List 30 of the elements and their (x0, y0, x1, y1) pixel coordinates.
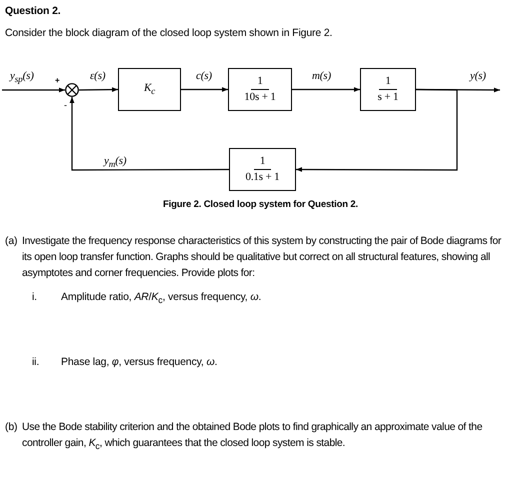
minus-sign: - (64, 100, 67, 110)
signal-label: c(s) (196, 70, 212, 83)
feedback-block: 1 0.1s + 1 (229, 148, 296, 191)
signal-arrow (292, 87, 360, 92)
signal-arrow (2, 88, 65, 92)
signal-label: ε(s) (90, 70, 106, 83)
question-text: Phase lag, φ, versus frequency, ω. (61, 355, 218, 370)
item-marker: ii. (32, 355, 40, 370)
signal-label: y$_{sp}$(s) (10, 70, 34, 86)
question-text: Amplitude ratio, AR/K$_{c}$, versus frequency, ω. (61, 290, 262, 308)
heading: Question 2. (5, 4, 61, 19)
item-marker: (b) (5, 420, 18, 435)
transfer-function-block: 1 10s + 1 (228, 68, 292, 111)
signal-arrow (296, 88, 458, 172)
signal-arrow (79, 87, 118, 92)
gain-block: K$_{c}$ (118, 68, 181, 111)
signal-arrow (70, 97, 229, 171)
question-text: Investigate the frequency response characteristics of this system by constructing the pair of Bode diagrams for its open loop transfer function. Graphs should be qualitative but correct on all structural features, showing all asymptotes and corner frequencies. Provide plots for: (22, 234, 502, 281)
signal-label: m(s) (312, 70, 331, 83)
signal-arrow (181, 87, 228, 92)
transfer-function-block: 1 s + 1 (360, 68, 416, 111)
signal-label: y(s) (470, 70, 486, 83)
item-marker: (a) (5, 234, 18, 249)
summing-junction (65, 83, 79, 97)
instruction-text: Consider the block diagram of the closed loop system shown in Figure 2. (5, 26, 332, 41)
signal-label: y$_{m}$(s) (104, 155, 126, 172)
plus-sign: + (55, 76, 60, 86)
figure-caption: Figure 2. Closed loop system for Question 2. (162, 198, 360, 212)
question-text: Use the Bode stability criterion and the obtained Bode plots to find graphically an approximate value of the controller gain, K$_{c}$, which guarantees that the closed loop system is stable. (22, 420, 484, 454)
item-marker: i. (32, 290, 37, 305)
